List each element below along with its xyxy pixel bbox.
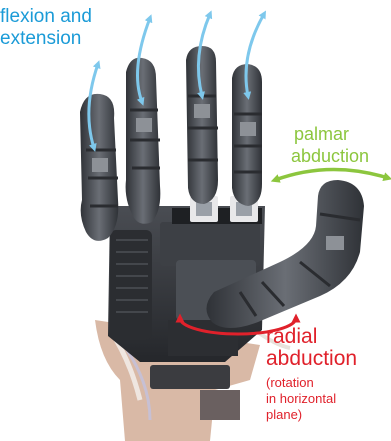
flexion-label-line1: flexion and [0,6,92,28]
finger-middle [126,58,161,224]
radial-abduction-label: radial abduction [266,326,357,370]
radial-note-line2: in horizontal [266,391,386,407]
finger-index [80,94,118,241]
palmar-abduction-arrow [275,169,388,180]
radial-note-line3: plane) [266,407,386,423]
flexion-label-line2: extension [0,28,92,50]
radial-label-line1: radial [266,326,357,348]
radial-abduction-note: (rotation in horizontal plane) [266,375,386,423]
palmar-abduction-label: palmar abduction [291,123,369,167]
radial-note-line1: (rotation [266,375,386,391]
radial-label-line2: abduction [266,348,357,370]
finger-ring [186,46,218,204]
palmar-label-line1: palmar [291,123,369,145]
flexion-extension-label: flexion and extension [0,6,92,50]
palmar-label-line2: abduction [291,145,369,167]
